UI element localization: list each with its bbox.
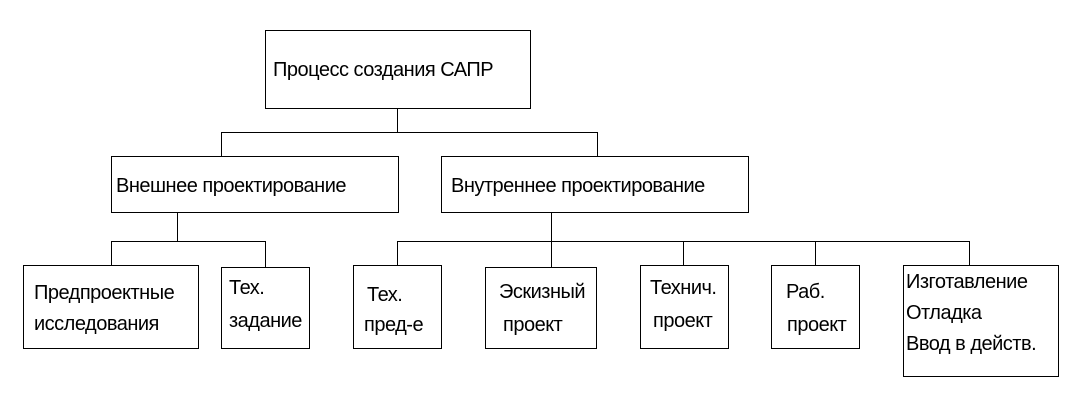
root-label: Процесс создания САПР [273, 59, 494, 81]
internal-design-label: Внутреннее проектирование [451, 175, 705, 197]
node-tech-assignment [221, 267, 310, 349]
pre-project-research-line-1: Предпроектные [34, 282, 175, 304]
tech-assignment-line-1: Тех. [229, 277, 265, 299]
manufacturing-line-3: Ввод в действ. [906, 333, 1037, 355]
tech-assignment-line-2: задание [229, 310, 302, 332]
technical-project-line-2: проект [653, 310, 713, 332]
manufacturing-line-2: Отладка [906, 302, 982, 324]
tech-proposal-line-2: пред-е [364, 314, 424, 336]
node-sketch-project [485, 267, 597, 349]
node-technical-project [640, 265, 729, 349]
sketch-project-line-2: проект [503, 314, 563, 336]
node-manufacturing [903, 265, 1059, 377]
working-project-line-2: проект [787, 314, 847, 336]
root-node [265, 30, 531, 109]
node-pre-project-research [23, 265, 199, 349]
pre-project-research-line-2: исследования [34, 313, 159, 335]
node-tech-proposal [353, 265, 442, 349]
tech-proposal-line-1: Тех. [367, 284, 403, 306]
technical-project-line-1: Технич. [650, 277, 717, 299]
working-project-line-1: Раб. [786, 281, 825, 303]
node-working-project [771, 265, 860, 349]
sketch-project-line-1: Эскизный [499, 281, 586, 303]
external-design-label: Внешнее проектирование [116, 175, 347, 197]
node-internal-design [441, 156, 749, 213]
manufacturing-line-1: Изготавление [906, 271, 1028, 293]
node-external-design [111, 156, 399, 213]
